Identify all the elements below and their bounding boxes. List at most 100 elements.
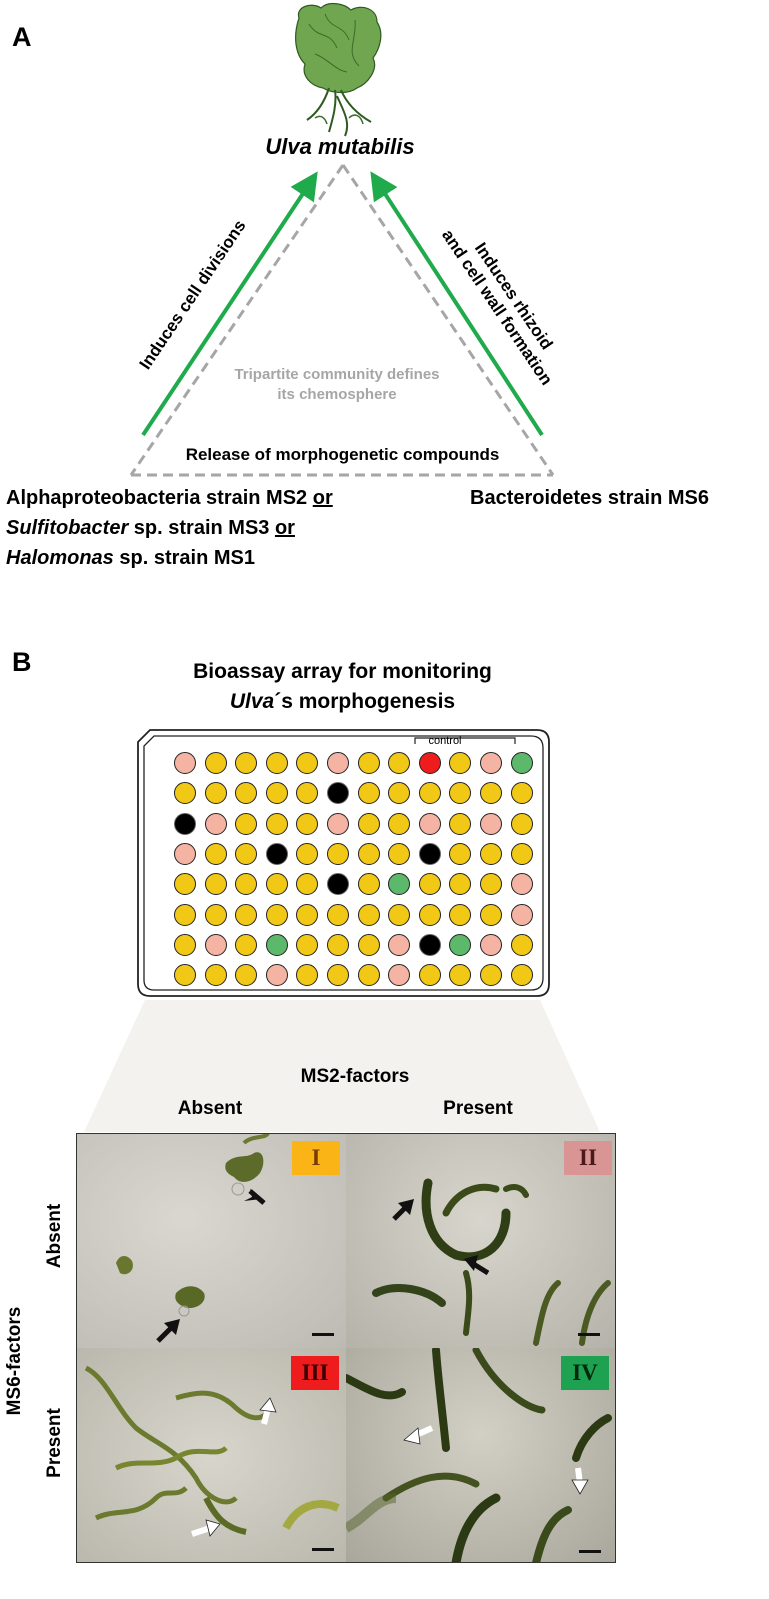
plate-well [357, 842, 380, 865]
plate-well [357, 903, 380, 926]
plate-well [480, 903, 502, 926]
plate-well [357, 752, 380, 774]
plate-well [449, 933, 472, 956]
plate-well [388, 903, 411, 926]
plate-well [388, 782, 411, 805]
plate-well [174, 903, 196, 926]
center-caption: Tripartite community defines its chemosp… [234, 366, 440, 403]
plate-well [265, 752, 288, 774]
micrograph-iv-label: IV [561, 1356, 609, 1390]
micrograph-iv-specimens [346, 1348, 612, 1563]
left-strain-2: Sulfitobacter sp. strain MS3 or [6, 517, 295, 539]
plate-well [418, 873, 441, 896]
plate-well [265, 873, 288, 896]
dashed-triangle-outline [129, 164, 555, 477]
plate-well [510, 812, 533, 835]
plate-well [357, 873, 380, 896]
plate-well [357, 933, 380, 956]
plate-well [418, 812, 441, 835]
black-arrow-icon [398, 1199, 414, 1215]
plate-well [327, 812, 349, 835]
plate-well [418, 752, 441, 774]
plate-well [174, 812, 196, 835]
plate-well [480, 873, 502, 896]
base-label: Release of morphogenetic compounds [185, 445, 500, 464]
ms6-present-label: Present [44, 1408, 65, 1478]
plate-well [204, 903, 227, 926]
plate-well [327, 933, 349, 956]
plate-well [388, 812, 411, 835]
micrograph-ii: II [346, 1133, 616, 1348]
micrograph-i-specimens [116, 1133, 334, 1343]
plate-well [480, 964, 502, 987]
scale-bar [579, 1550, 601, 1553]
scale-bar [312, 1548, 334, 1551]
left-strain-3: Halomonas sp. strain MS1 [6, 547, 255, 569]
ms6-absent-label: Absent [44, 1203, 65, 1269]
plate-well [480, 933, 502, 956]
micrograph-iii-label: III [291, 1356, 339, 1390]
plate-well [357, 812, 380, 835]
ms2-absent-label: Absent [177, 1098, 243, 1119]
plate-well [388, 873, 411, 896]
organism-name: Ulva mutabilis [265, 134, 415, 159]
tripartite-triangle [129, 164, 555, 477]
plate-well [296, 933, 319, 956]
plate-well [296, 903, 319, 926]
plate-well [235, 782, 258, 805]
zoom-projection [84, 1000, 600, 1132]
plate-well [235, 752, 258, 774]
plate-well [296, 964, 319, 987]
plate-well [204, 964, 227, 987]
panel-b-label: B [12, 647, 32, 677]
right-green-arrow [370, 171, 544, 437]
plate-well [357, 782, 380, 805]
plate-well [265, 782, 288, 805]
micrograph-iii: III [76, 1348, 346, 1563]
plate-well [327, 782, 349, 805]
plate-well [265, 903, 288, 926]
plate-well [510, 782, 533, 805]
plate-well [327, 903, 349, 926]
plate-well [449, 903, 472, 926]
plate-well [510, 842, 533, 865]
left-green-arrow [141, 171, 318, 437]
plate-well [449, 842, 472, 865]
plate-well [418, 903, 441, 926]
plate-well [449, 812, 472, 835]
plate-well [480, 842, 502, 865]
plate-well [449, 873, 472, 896]
plate-well [327, 873, 349, 896]
plate-well [327, 842, 349, 865]
ms2-present-label: Present [443, 1098, 513, 1119]
plate-well [388, 964, 411, 987]
plate-well [418, 782, 441, 805]
plate-well [204, 842, 227, 865]
plate-well [296, 782, 319, 805]
plate-well [327, 964, 349, 987]
plate-well [174, 873, 196, 896]
ms6-factors-header: MS6-factors [4, 1306, 25, 1416]
plate-well [357, 964, 380, 987]
plate-well [388, 752, 411, 774]
well-grid [174, 752, 534, 992]
plate-well [449, 752, 472, 774]
plate-well [235, 964, 258, 987]
plate-well [510, 752, 533, 774]
plate-well [327, 752, 349, 774]
plate-well [296, 812, 319, 835]
plate-well [235, 812, 258, 835]
micrograph-i-label: I [292, 1141, 340, 1175]
control-label: control [428, 735, 462, 747]
plate-well [510, 964, 533, 987]
plate-well [480, 782, 502, 805]
plate-well [235, 933, 258, 956]
plate-well [265, 964, 288, 987]
plate-well [510, 873, 533, 896]
plate-well [174, 964, 196, 987]
left-strain-1: Alphaproteobacteria strain MS2 or [6, 487, 333, 509]
plate-well [480, 812, 502, 835]
plate-well [174, 782, 196, 805]
plate-well [204, 752, 227, 774]
ms2-factors-header: MS2-factors [300, 1066, 410, 1087]
